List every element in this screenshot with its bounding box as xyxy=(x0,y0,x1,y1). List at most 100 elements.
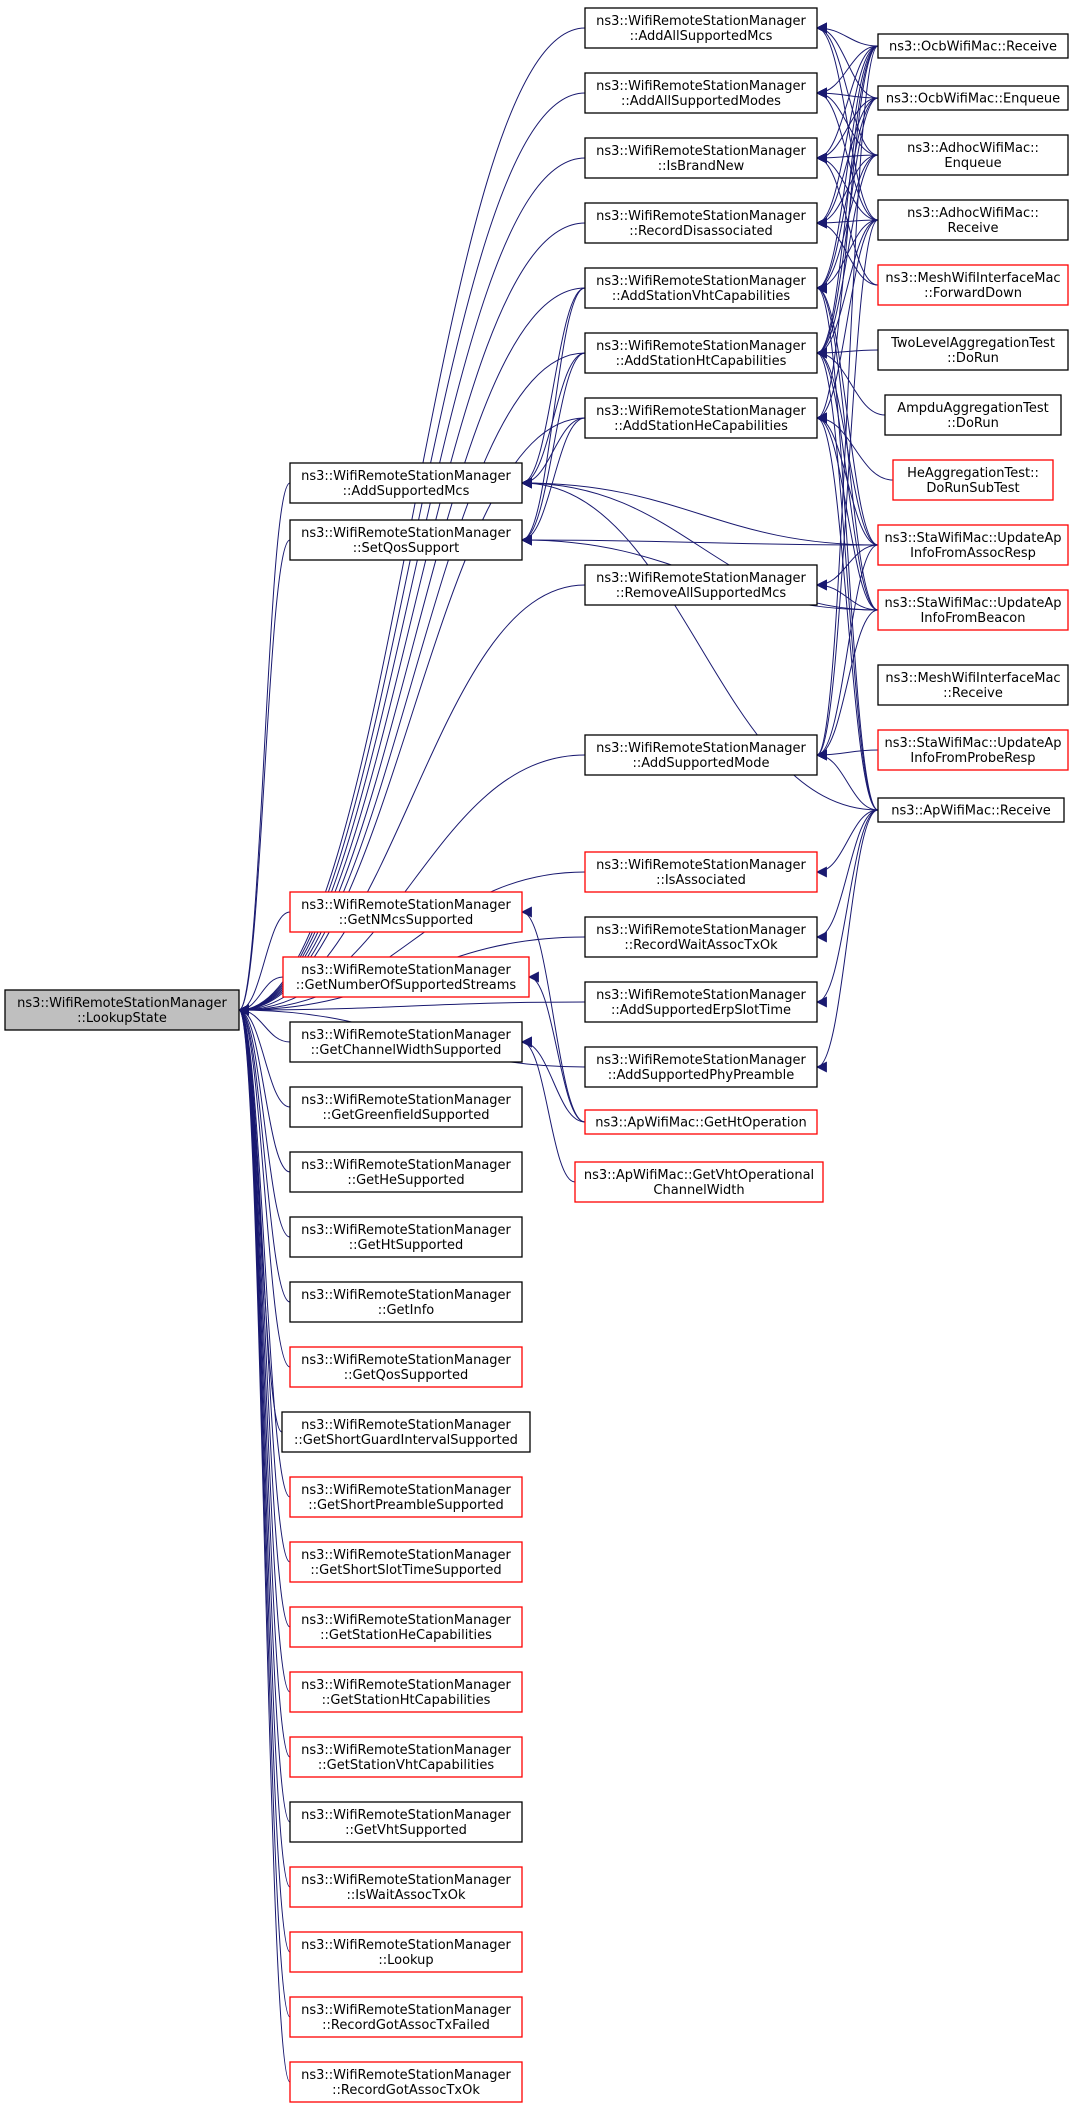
node-getchannelwidthsupported[interactable]: ns3::WifiRemoteStationManager::GetChanne… xyxy=(289,1021,523,1063)
node-addsupportedmcs[interactable]: ns3::WifiRemoteStationManager::AddSuppor… xyxy=(289,462,523,504)
node-hedorunsubtest[interactable]: HeAggregationTest::DoRunSubTest xyxy=(892,459,1054,501)
edge-ocbenqueue-to-addstationvhtcapabilities xyxy=(815,97,879,294)
edge-twoleveldorun-to-addstationhtcapabilities xyxy=(815,347,879,359)
node-staupdateassocresp[interactable]: ns3::StaWifiMac::UpdateApInfoFromAssocRe… xyxy=(877,524,1069,566)
node-label-line: ::GetStationHeCapabilities xyxy=(320,1628,492,1643)
node-getshortpreamblesupported[interactable]: ns3::WifiRemoteStationManager::GetShortP… xyxy=(289,1476,523,1518)
node-box xyxy=(584,72,818,114)
node-getshortguardintervalsupported[interactable]: ns3::WifiRemoteStationManager::GetShortG… xyxy=(281,1411,531,1453)
edge-addstationhecapabilities-to-addsupportedmcs xyxy=(520,417,586,489)
node-addsupportedphypreamble[interactable]: ns3::WifiRemoteStationManager::AddSuppor… xyxy=(584,1046,818,1088)
edge-addstationhecapabilities-to-setqossupport xyxy=(520,417,586,546)
node-addallsupportedmodes[interactable]: ns3::WifiRemoteStationManager::AddAllSup… xyxy=(584,72,818,114)
node-staupdateproberesp[interactable]: ns3::StaWifiMac::UpdateApInfoFromProbeRe… xyxy=(877,729,1069,771)
node-box xyxy=(877,524,1069,566)
node-label-line: ns3::WifiRemoteStationManager xyxy=(596,741,806,756)
node-recordgotassoctxok[interactable]: ns3::WifiRemoteStationManager::RecordGot… xyxy=(289,2061,523,2103)
node-label-line: ns3::WifiRemoteStationManager xyxy=(596,209,806,224)
edge-staupdateassocresp-to-addstationhtcapabilities xyxy=(815,347,879,546)
node-isassociated[interactable]: ns3::WifiRemoteStationManager::IsAssocia… xyxy=(584,851,818,893)
node-isbrandnew[interactable]: ns3::WifiRemoteStationManager::IsBrandNe… xyxy=(584,137,818,179)
edge-staupdateproberesp-to-addsupportedmode xyxy=(815,749,879,761)
node-label-line: ::GetQosSupported xyxy=(344,1368,469,1383)
node-label-line: ::GetStationVhtCapabilities xyxy=(318,1758,494,1773)
node-recordgotassoctxfailed[interactable]: ns3::WifiRemoteStationManager::RecordGot… xyxy=(289,1996,523,2038)
node-label-line: ns3::OcbWifiMac::Receive xyxy=(889,40,1057,55)
node-box xyxy=(289,1801,523,1843)
node-apgethtoperation[interactable]: ns3::ApWifiMac::GetHtOperation xyxy=(584,1109,818,1135)
edge-staupdatebeacon-to-addsupportedmcs xyxy=(520,477,879,611)
node-addallsupportedmcs[interactable]: ns3::WifiRemoteStationManager::AddAllSup… xyxy=(584,7,818,49)
node-label-line: ns3::WifiRemoteStationManager xyxy=(596,14,806,29)
node-getqossupported[interactable]: ns3::WifiRemoteStationManager::GetQosSup… xyxy=(289,1346,523,1388)
node-label-line: DoRunSubTest xyxy=(926,481,1019,496)
node-box xyxy=(877,134,1069,176)
node-meshforwarddown[interactable]: ns3::MeshWifiInterfaceMac::ForwardDown xyxy=(877,264,1069,306)
node-meshreceive[interactable]: ns3::MeshWifiInterfaceMac::Receive xyxy=(877,664,1069,706)
node-label-line: ns3::WifiRemoteStationManager xyxy=(301,469,511,484)
node-getnmcssupported[interactable]: ns3::WifiRemoteStationManager::GetNMcsSu… xyxy=(289,891,523,933)
node-getstationvhtcapabilities[interactable]: ns3::WifiRemoteStationManager::GetStatio… xyxy=(289,1736,523,1778)
node-apgetvhtoperational[interactable]: ns3::ApWifiMac::GetVhtOperationalChannel… xyxy=(574,1161,824,1203)
edge-staupdateassocresp-to-addstationvhtcapabilities xyxy=(815,282,879,546)
node-label-line: ns3::OcbWifiMac::Enqueue xyxy=(886,92,1060,107)
node-gethesupported[interactable]: ns3::WifiRemoteStationManager::GetHeSupp… xyxy=(289,1151,523,1193)
node-getstationhecapabilities[interactable]: ns3::WifiRemoteStationManager::GetStatio… xyxy=(289,1606,523,1648)
node-getstationhtcapabilities[interactable]: ns3::WifiRemoteStationManager::GetStatio… xyxy=(289,1671,523,1713)
node-label-line: ::AddSupportedPhyPreamble xyxy=(608,1068,795,1083)
node-label-line: ::RecordWaitAssocTxOk xyxy=(624,938,778,953)
node-label-line: InfoFromAssocResp xyxy=(910,546,1036,561)
node-twoleveldorun[interactable]: TwoLevelAggregationTest::DoRun xyxy=(877,329,1069,371)
node-ocbreceive[interactable]: ns3::OcbWifiMac::Receive xyxy=(877,33,1069,59)
node-label-line: ns3::WifiRemoteStationManager xyxy=(596,923,806,938)
node-lookup[interactable]: ns3::WifiRemoteStationManager::Lookup xyxy=(289,1931,523,1973)
node-recordwaitassoctxok[interactable]: ns3::WifiRemoteStationManager::RecordWai… xyxy=(584,916,818,958)
node-addstationvhtcapabilities[interactable]: ns3::WifiRemoteStationManager::AddStatio… xyxy=(584,267,818,309)
node-addsupportederpslottime[interactable]: ns3::WifiRemoteStationManager::AddSuppor… xyxy=(584,981,818,1023)
node-label-line: ::AddAllSupportedMcs xyxy=(630,29,773,44)
node-box xyxy=(584,397,818,439)
node-getshortslottimesupported[interactable]: ns3::WifiRemoteStationManager::GetShortS… xyxy=(289,1541,523,1583)
node-label-line: ns3::WifiRemoteStationManager xyxy=(301,1938,511,1953)
node-label-line: ::Lookup xyxy=(378,1953,433,1968)
edge-apreceive-to-recordwaitassoctxok xyxy=(815,809,879,943)
node-label-line: TwoLevelAggregationTest xyxy=(890,336,1055,351)
node-addstationhecapabilities[interactable]: ns3::WifiRemoteStationManager::AddStatio… xyxy=(584,397,818,439)
node-label-line: ::GetVhtSupported xyxy=(345,1823,467,1838)
node-label-line: ns3::StaWifiMac::UpdateAp xyxy=(884,596,1061,611)
node-setqossupport[interactable]: ns3::WifiRemoteStationManager::SetQosSup… xyxy=(289,519,523,561)
node-ocbenqueue[interactable]: ns3::OcbWifiMac::Enqueue xyxy=(877,85,1069,111)
node-lookupstate[interactable]: ns3::WifiRemoteStationManager::LookupSta… xyxy=(4,989,240,1031)
edge-adhocenqueue-to-addstationvhtcapabilities xyxy=(815,154,879,294)
node-box xyxy=(289,462,523,504)
node-getinfo[interactable]: ns3::WifiRemoteStationManager::GetInfo xyxy=(289,1281,523,1323)
edge-addstationvhtcapabilities-to-setqossupport xyxy=(520,287,586,546)
node-box xyxy=(877,85,1069,111)
node-getnumberofsupportedstreams[interactable]: ns3::WifiRemoteStationManager::GetNumber… xyxy=(282,956,530,998)
node-addsupportedmode[interactable]: ns3::WifiRemoteStationManager::AddSuppor… xyxy=(584,734,818,776)
node-gethtsupported[interactable]: ns3::WifiRemoteStationManager::GetHtSupp… xyxy=(289,1216,523,1258)
node-getgreenfieldsupported[interactable]: ns3::WifiRemoteStationManager::GetGreenf… xyxy=(289,1086,523,1128)
node-recorddisassociated[interactable]: ns3::WifiRemoteStationManager::RecordDis… xyxy=(584,202,818,244)
node-box xyxy=(884,394,1062,436)
node-iswaitassoctxok[interactable]: ns3::WifiRemoteStationManager::IsWaitAss… xyxy=(289,1866,523,1908)
edge-isassociated-to-lookupstate xyxy=(237,871,586,1016)
edge-apreceive-to-addsupportederpslottime xyxy=(815,809,879,1008)
node-label-line: ns3::StaWifiMac::UpdateAp xyxy=(884,736,1061,751)
node-removeallsupportedmcs[interactable]: ns3::WifiRemoteStationManager::RemoveAll… xyxy=(584,564,818,606)
node-label-line: ChannelWidth xyxy=(653,1183,744,1198)
node-adhocreceive[interactable]: ns3::AdhocWifiMac::Receive xyxy=(877,199,1069,241)
node-label-line: ns3::WifiRemoteStationManager xyxy=(596,858,806,873)
node-addstationhtcapabilities[interactable]: ns3::WifiRemoteStationManager::AddStatio… xyxy=(584,332,818,374)
node-label-line: ns3::WifiRemoteStationManager xyxy=(301,1418,511,1433)
node-label-line: InfoFromBeacon xyxy=(920,611,1025,626)
node-apreceive[interactable]: ns3::ApWifiMac::Receive xyxy=(877,797,1065,823)
node-ampdudorun[interactable]: AmpduAggregationTest::DoRun xyxy=(884,394,1062,436)
node-getvhtsupported[interactable]: ns3::WifiRemoteStationManager::GetVhtSup… xyxy=(289,1801,523,1843)
node-box xyxy=(877,797,1065,823)
node-adhocenqueue[interactable]: ns3::AdhocWifiMac::Enqueue xyxy=(877,134,1069,176)
edge-apreceive-to-addsupportedphypreamble xyxy=(815,809,879,1073)
node-label-line: ns3::WifiRemoteStationManager xyxy=(301,898,511,913)
node-label-line: HeAggregationTest:: xyxy=(907,466,1039,481)
